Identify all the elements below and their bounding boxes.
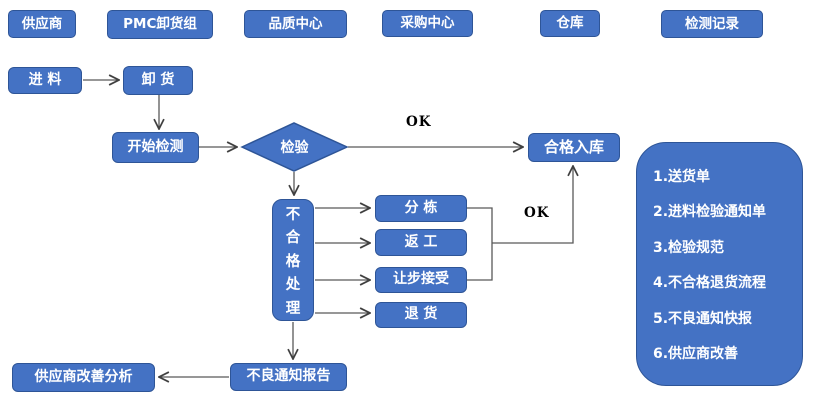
lane-pmc-unloading-group: PMC卸货组 xyxy=(107,10,213,39)
doc-item-nonconforming-return-process: 4.不合格退货流程 xyxy=(653,275,767,292)
ok-label-mid: OK xyxy=(524,205,550,221)
node-start-inspection: 开始检测 xyxy=(112,132,199,163)
doc-item-defect-notice-bulletin: 5.不良通知快报 xyxy=(653,310,753,327)
node-defect-notice-report: 不良通知报告 xyxy=(230,363,347,391)
inspect-decision-diamond xyxy=(240,122,349,172)
node-nonconforming-handling: 不合格处理 xyxy=(272,199,314,321)
doc-item-supplier-improvement: 6.供应商改善 xyxy=(653,345,739,362)
ok-label-top: OK xyxy=(406,114,432,130)
node-return-goods: 退 货 xyxy=(375,302,467,328)
arrow-ok-to-storage xyxy=(492,167,573,244)
node-incoming-material: 进 料 xyxy=(8,67,82,94)
node-qualified-storage: 合格入库 xyxy=(528,133,620,162)
lane-warehouse: 仓库 xyxy=(540,10,600,37)
node-supplier-improvement-analysis: 供应商改善分析 xyxy=(12,363,155,392)
node-rework: 返 工 xyxy=(375,229,467,256)
node-sorting: 分 栋 xyxy=(375,195,467,222)
node-unload: 卸 货 xyxy=(123,66,193,95)
lane-inspection-record: 检测记录 xyxy=(661,10,763,38)
node-inspect-decision-label: 检验 xyxy=(280,140,309,156)
doc-item-inspection-spec: 3.检验规范 xyxy=(653,239,725,256)
doc-item-delivery-note: 1.送货单 xyxy=(653,169,711,185)
documents-panel: 1.送货单 2.进料检验通知单 3.检验规范 4.不合格退货流程 5.不良通知快… xyxy=(636,142,803,386)
lane-quality-center: 品质中心 xyxy=(244,10,347,38)
nonconforming-handling-text: 不合格处理 xyxy=(285,207,301,317)
node-concession-accept: 让步接受 xyxy=(375,267,467,293)
lane-supplier: 供应商 xyxy=(8,10,76,38)
bracket-sorting-concession xyxy=(467,207,493,281)
doc-item-incoming-inspection-notice: 2.进料检验通知单 xyxy=(653,204,767,221)
lane-purchasing-center: 采购中心 xyxy=(382,10,473,37)
